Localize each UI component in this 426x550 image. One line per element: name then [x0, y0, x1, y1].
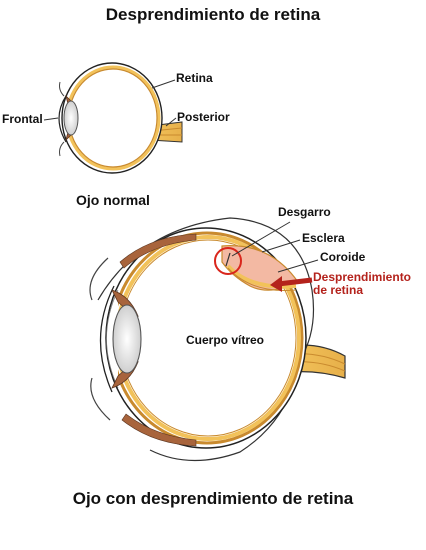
detached-retina-flap: [226, 264, 297, 289]
choroid-label: Coroide: [320, 250, 366, 264]
normal-eyelid-top: [59, 81, 65, 97]
detachment-arrow: [270, 276, 313, 292]
sclera-label: Esclera: [302, 231, 345, 245]
frontal-leader-line: [43, 117, 59, 121]
normal-lens: [63, 100, 79, 136]
normal-choroid: [68, 68, 158, 168]
tear-highlight-circle: [214, 247, 242, 275]
retina-label: Retina: [176, 71, 213, 85]
detached-cornea: [99, 285, 115, 393]
detached-lens: [112, 304, 142, 374]
normal-eye-caption: Ojo normal: [76, 192, 150, 208]
eyelid-top: [89, 257, 109, 301]
posterior-label: Posterior: [177, 110, 230, 124]
page-title: Desprendimiento de retina: [105, 5, 321, 24]
choroid-leader-line: [277, 259, 319, 273]
frontal-label: Frontal: [2, 112, 43, 126]
detachment-label-line2: de retina: [313, 283, 364, 297]
detachment-label-line1: Desprendimiento: [313, 270, 412, 284]
retinal-tear: [225, 252, 231, 267]
bottom-caption: Ojo con desprendimiento de retina: [72, 489, 354, 508]
posterior-leader-line: [165, 117, 177, 127]
normal-eyelid-bottom: [59, 141, 65, 157]
tear-label: Desgarro: [278, 205, 331, 219]
muscle-top: [119, 233, 197, 269]
normal-cornea: [58, 95, 67, 143]
orbit-outline: [97, 217, 315, 462]
detached-eye-illustration: [89, 217, 346, 462]
tear-leader-line: [231, 221, 291, 257]
muscle-bottom: [121, 413, 197, 447]
eyelid-bottom: [90, 377, 111, 421]
normal-eye-illustration: [58, 62, 183, 174]
retina-leader-line: [151, 79, 176, 89]
vitreous-label: Cuerpo vítreo: [186, 333, 265, 347]
sclera-leader-line: [261, 239, 301, 253]
detached-cornea-inner: [106, 289, 119, 389]
